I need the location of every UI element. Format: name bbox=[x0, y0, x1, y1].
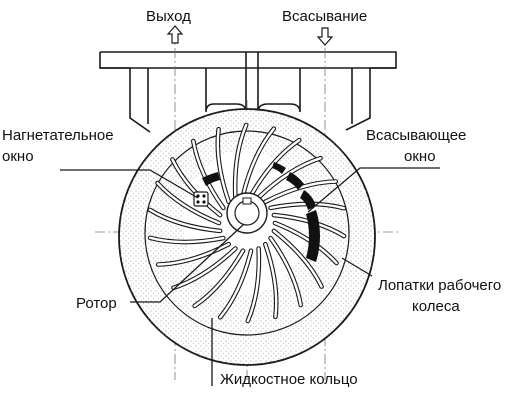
suction-port-label-line1: Всасывающее bbox=[366, 126, 466, 145]
impeller-blades-label-line1: Лопатки рабочего bbox=[378, 276, 501, 295]
rotor bbox=[227, 193, 267, 233]
arrow-down-icon bbox=[318, 28, 332, 45]
liquid-ring-label: Жидкостное кольцо bbox=[220, 370, 358, 389]
suction-port-label-line2: окно bbox=[404, 147, 436, 166]
arrow-up-icon bbox=[168, 26, 182, 43]
discharge-port-label-line2: окно bbox=[2, 147, 34, 166]
discharge-port-label-line1: Нагнетательное bbox=[2, 126, 114, 145]
outlet-label: Выход bbox=[146, 7, 191, 26]
suction-label: Всасывание bbox=[282, 7, 367, 26]
impeller-blades-label-line2: колеса bbox=[412, 297, 460, 316]
rotor-label: Ротор bbox=[76, 294, 117, 313]
